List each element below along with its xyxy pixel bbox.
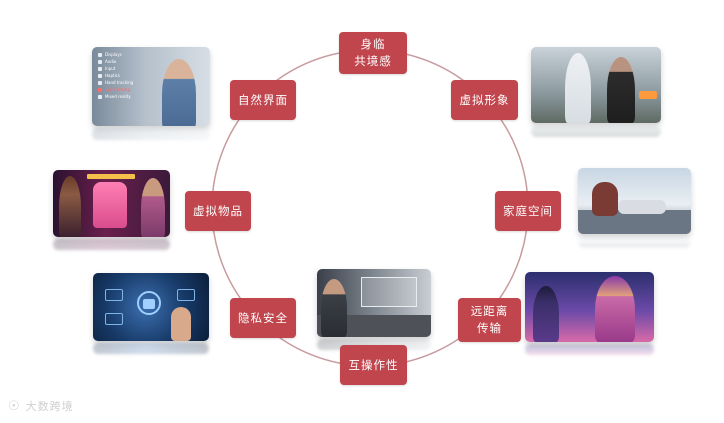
thumbnail-reflection — [317, 339, 431, 350]
node-virtual-goods: 虚拟物品 — [185, 191, 251, 231]
watermark: ☉ 大数跨境 — [8, 398, 74, 414]
node-avatar: 虚拟形象 — [451, 80, 518, 120]
thumbnail-reflection — [578, 236, 691, 247]
person-figure — [141, 178, 165, 237]
watermark-logo-icon: ☉ — [8, 398, 20, 414]
thumbnail-interoperability — [317, 269, 431, 337]
node-natural-ui: 自然界面 — [230, 80, 296, 120]
hand-pointer — [171, 307, 191, 341]
menu-icon — [98, 94, 102, 99]
menu-item: Input — [98, 65, 146, 72]
menu-icon — [98, 52, 102, 57]
menu-item: Mixed reality — [98, 93, 146, 100]
menu-icon — [98, 73, 102, 78]
thumbnail-reflection — [531, 125, 661, 137]
watermark-text: 大数跨境 — [25, 400, 74, 413]
thumbnail-natural-ui: Displays Audio Input Haptics Hand tracki… — [92, 47, 210, 126]
menu-icon — [98, 87, 102, 92]
thumbnail-virtual-goods — [53, 170, 170, 237]
menu-item: Hand tracking — [98, 79, 146, 86]
thumbnail-avatar — [531, 47, 661, 123]
car-model — [618, 200, 666, 214]
node-immersion: 身临 共境感 — [339, 32, 407, 74]
thumbnail-telepresence — [525, 272, 654, 342]
thumbnail-privacy — [93, 273, 209, 341]
folder-icon — [105, 289, 123, 301]
menu-item: Displays — [98, 51, 146, 58]
menu-item: Haptics — [98, 72, 146, 79]
menu-item: Audio — [98, 58, 146, 65]
person-figure — [607, 57, 635, 123]
presenter-figure — [162, 59, 196, 126]
settings-menu: Displays Audio Input Haptics Hand tracki… — [98, 51, 146, 100]
thumbnail-reflection — [525, 344, 654, 355]
ape-avatar — [592, 182, 618, 216]
virtual-screen — [361, 277, 417, 307]
folder-icon — [105, 313, 123, 325]
astronaut-avatar-figure — [565, 53, 591, 123]
node-telepresence: 远距离 传输 — [458, 298, 521, 342]
person-figure — [321, 279, 347, 337]
thumbnail-reflection — [93, 343, 209, 354]
fireplace-glow — [639, 91, 657, 99]
menu-item-highlighted: Eye tracking — [98, 86, 146, 93]
thumbnail-reflection — [92, 128, 210, 140]
menu-icon — [98, 59, 102, 64]
thumbnail-home-space — [578, 168, 691, 234]
person-figure — [59, 176, 81, 237]
store-banner — [87, 174, 135, 179]
lock-body — [143, 299, 155, 309]
cartoon-avatar-figure — [595, 276, 635, 342]
folder-icon — [177, 289, 195, 301]
virtual-jacket — [93, 182, 127, 228]
cartoon-avatar-figure — [533, 286, 559, 342]
lock-icon — [137, 291, 161, 315]
node-home-space: 家庭空间 — [495, 191, 561, 231]
thumbnail-reflection — [53, 239, 170, 250]
node-interoperability: 互操作性 — [340, 345, 407, 385]
menu-icon — [98, 80, 102, 85]
node-privacy: 隐私安全 — [230, 298, 296, 338]
menu-icon — [98, 66, 102, 71]
